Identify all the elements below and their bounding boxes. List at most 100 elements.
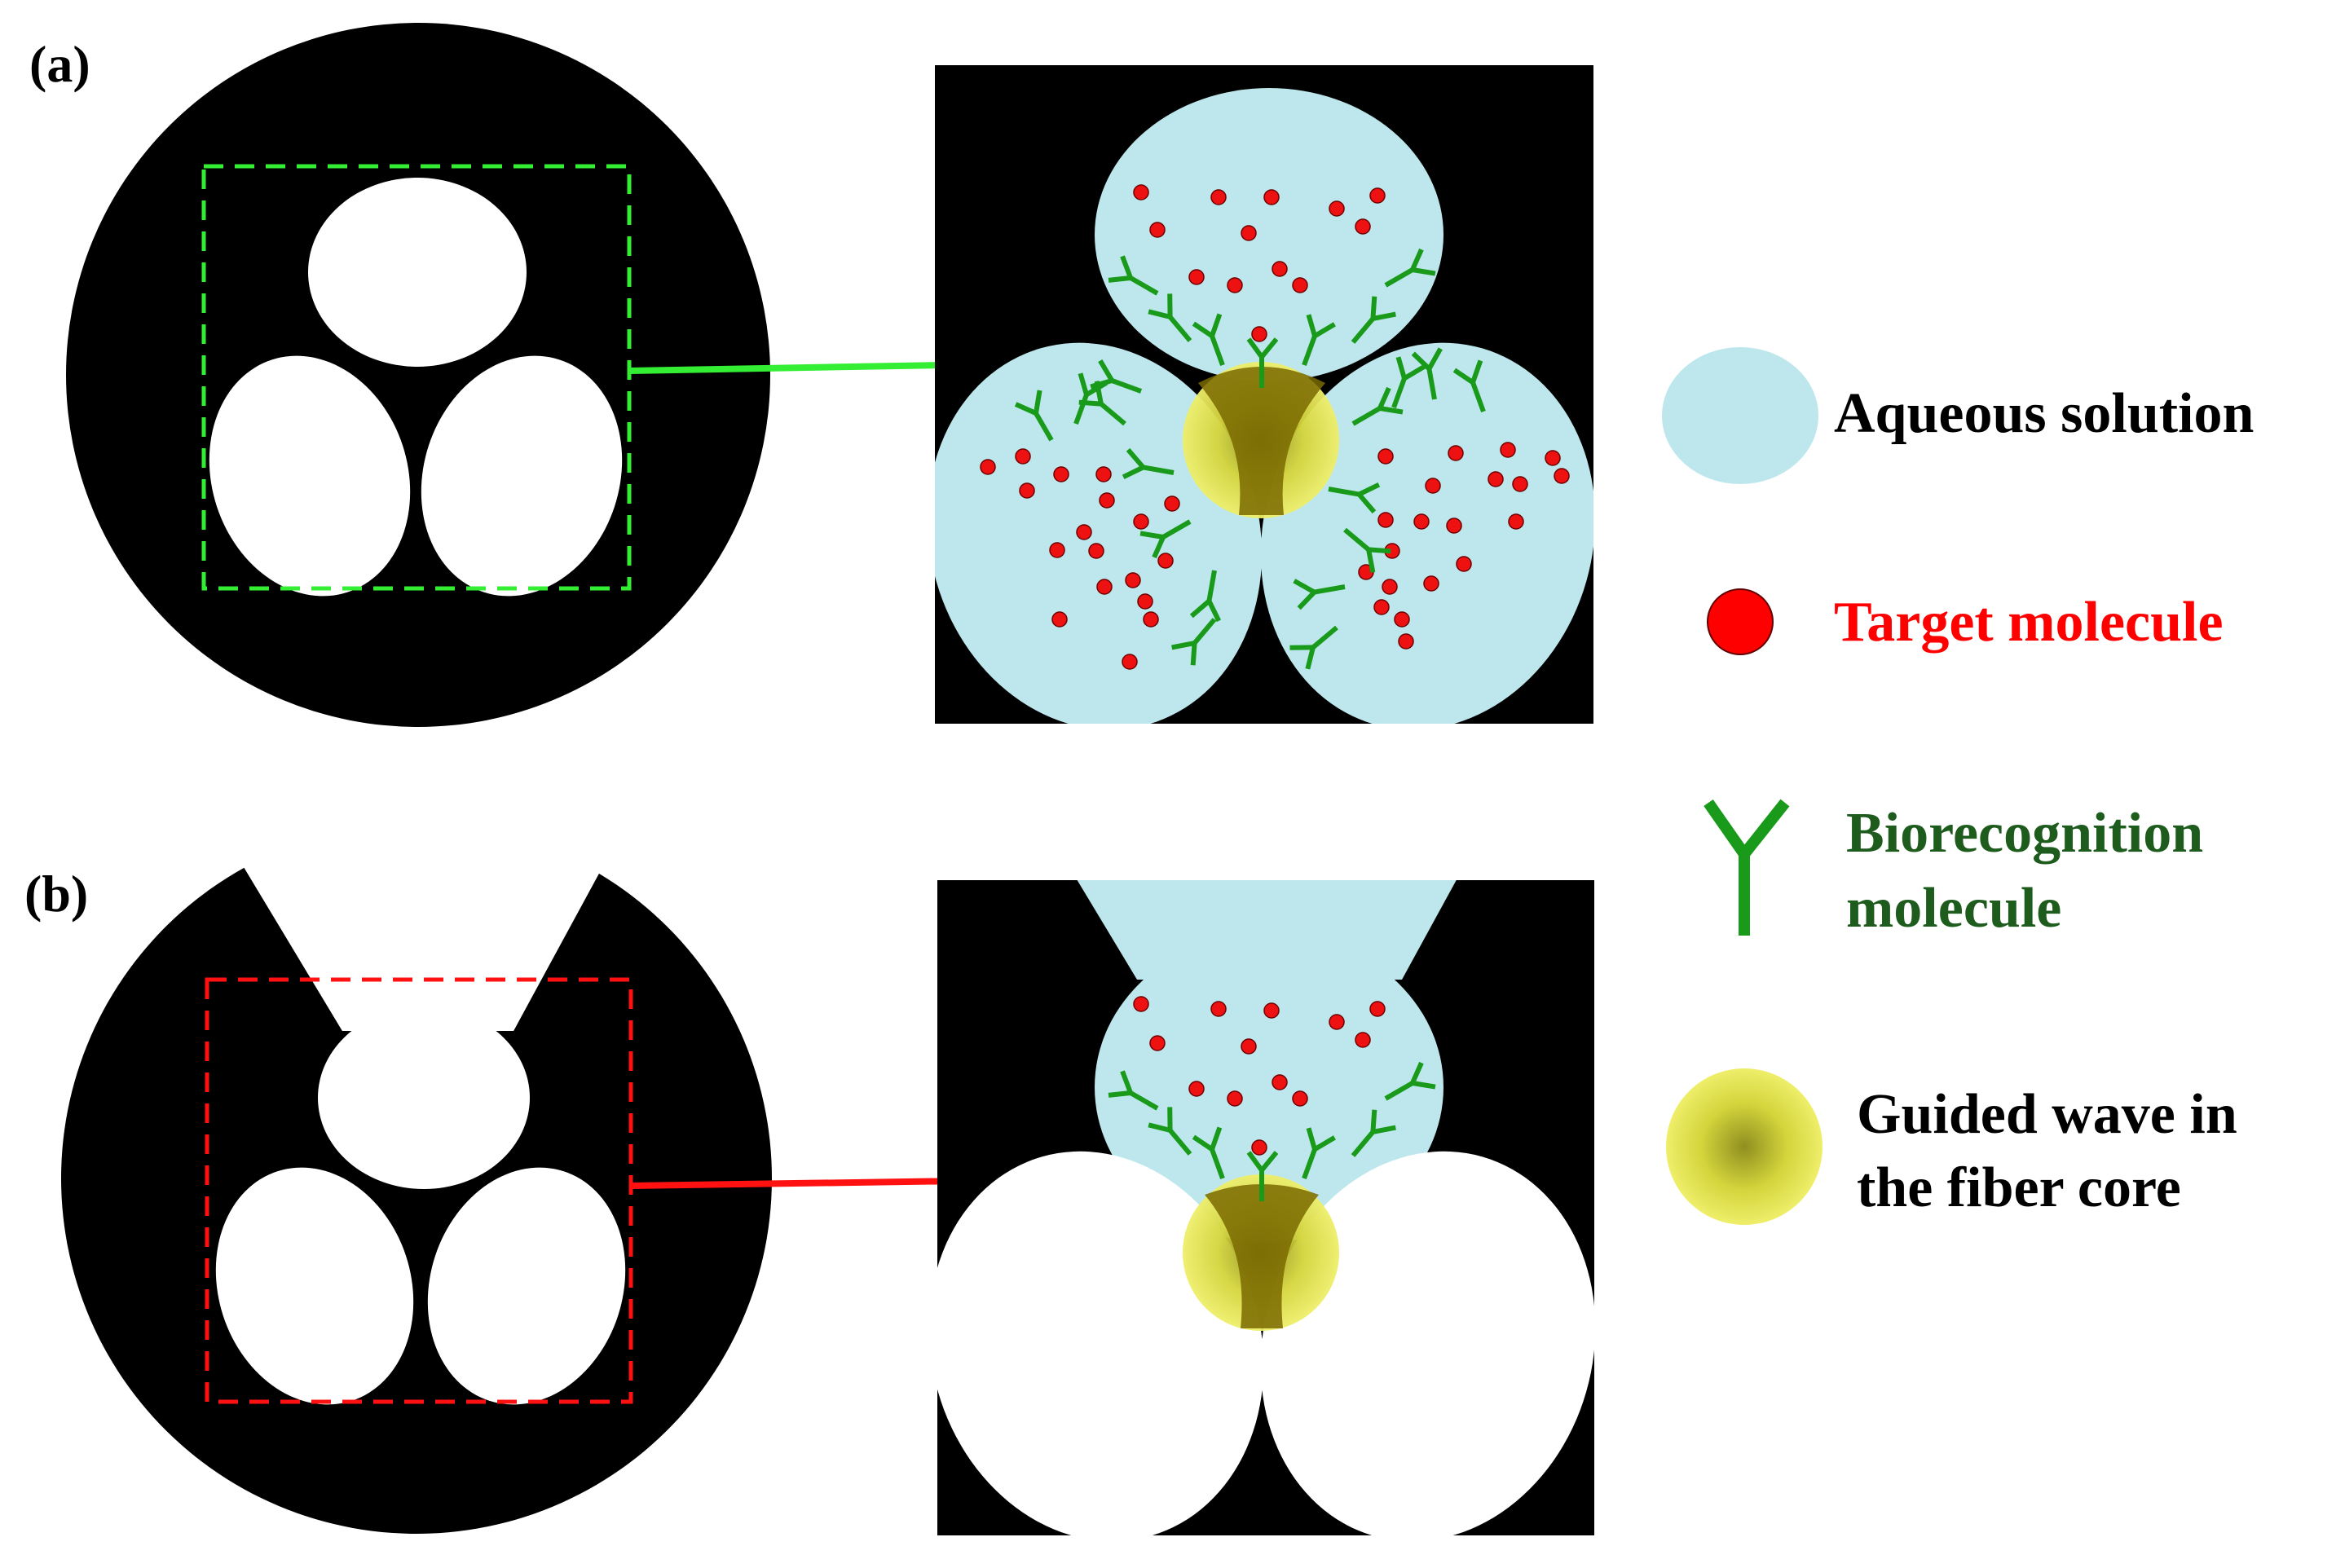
legend: Aqueous solution Target molecule Bioreco… <box>1662 347 2254 1225</box>
target-molecule <box>1133 996 1149 1012</box>
target-molecule <box>1329 1014 1345 1030</box>
zoomed-view-a <box>935 65 1593 724</box>
target-molecule <box>1241 225 1257 241</box>
legend-biorecognition-line1: Biorecognition <box>1846 802 2203 865</box>
target-molecule <box>1272 1074 1288 1090</box>
target-molecule <box>1369 187 1386 204</box>
target-molecule <box>1500 442 1516 458</box>
fiber-core-b <box>1205 1184 1319 1328</box>
air-hole-top-b <box>318 1006 530 1189</box>
target-molecule <box>1423 575 1439 592</box>
target-molecule <box>1143 611 1159 628</box>
target-molecule <box>1355 1032 1371 1048</box>
target-molecules-a <box>980 184 1570 670</box>
biorecognition-molecule <box>1148 293 1192 342</box>
target-molecule <box>1329 200 1345 217</box>
zoom-box-b <box>205 977 633 1404</box>
legend-target-text: Target molecule <box>1834 591 2224 654</box>
target-molecule <box>1015 448 1031 465</box>
biorecognition-molecule <box>1351 1109 1396 1157</box>
biorecognition-molecule <box>1384 248 1436 288</box>
target-molecule <box>1157 553 1174 569</box>
biorecognition-molecule <box>1192 313 1225 367</box>
polished-channel-b <box>1077 880 1457 980</box>
fiber-cross-section-b <box>61 867 773 1534</box>
zoomed-view-b <box>937 880 1594 1535</box>
target-molecule <box>1227 277 1243 293</box>
air-hole-right-b <box>427 1167 626 1405</box>
target-molecule <box>1149 1035 1166 1051</box>
target-molecule <box>1456 556 1472 572</box>
target-molecule <box>1425 478 1441 494</box>
biorecognition-molecule <box>1246 337 1279 388</box>
biorecognition-molecule <box>1246 1151 1279 1201</box>
air-hole-left-a <box>209 355 411 597</box>
biorecognition-molecule <box>1192 1126 1225 1180</box>
target-molecule <box>1398 633 1414 650</box>
solution-hole-top-b <box>1095 932 1443 1242</box>
air-hole-left-zoom-b <box>937 1151 1264 1535</box>
target-molecule <box>1413 513 1430 530</box>
biorecognition-molecule <box>1139 519 1192 559</box>
target-molecule <box>1241 1038 1257 1055</box>
biorecognition-molecule <box>1014 390 1054 442</box>
target-molecule <box>1355 218 1371 235</box>
target-molecule <box>1508 513 1524 530</box>
target-molecule <box>1377 448 1394 465</box>
biorecognition-molecule <box>1148 1107 1192 1156</box>
target-molecule <box>1188 1081 1205 1097</box>
biorecognition-molecule <box>1289 625 1338 670</box>
fiber-cross-section-a <box>66 23 770 727</box>
target-molecule <box>1373 599 1390 615</box>
panel-label-b: (b) <box>24 865 88 923</box>
solution-hole-top-a <box>1095 88 1443 381</box>
biorecognition-molecule <box>1328 482 1381 514</box>
solution-hole-left-a <box>935 342 1263 724</box>
target-molecule <box>1446 518 1462 534</box>
target-molecule <box>1369 1001 1386 1017</box>
legend-biorecognition-line2: molecule <box>1846 877 2061 940</box>
target-molecule <box>1053 466 1069 482</box>
biorecognition-molecule <box>1343 527 1391 573</box>
biorecognition-molecule <box>1351 296 1396 344</box>
biorecognition-molecule <box>1108 1070 1159 1111</box>
target-molecule <box>1095 466 1112 482</box>
biorecognition-molecule <box>1108 255 1159 296</box>
target-molecule <box>1096 579 1113 595</box>
air-hole-right-a <box>421 355 623 597</box>
target-molecule <box>1448 445 1464 461</box>
polished-notch-b <box>244 867 599 1031</box>
zoom-box-a <box>201 164 632 591</box>
target-molecule <box>1377 512 1394 528</box>
target-molecule <box>1019 482 1035 499</box>
biorecognition-molecule <box>1073 372 1108 425</box>
target-molecule <box>1188 269 1205 285</box>
zoom-arrow-a <box>628 360 988 374</box>
legend-aqueous-text: Aqueous solution <box>1834 382 2254 445</box>
target-molecule <box>1554 468 1570 484</box>
target-molecule <box>1051 611 1068 628</box>
biorecognition-molecules-b <box>1108 1061 1436 1201</box>
biorecognition-molecule <box>1189 570 1222 623</box>
fiber-body-b <box>61 867 773 1534</box>
target-molecule <box>1125 572 1141 588</box>
target-molecule <box>1488 471 1504 487</box>
target-molecules-b <box>1133 996 1386 1156</box>
target-molecule <box>1263 189 1280 205</box>
target-molecule <box>1149 222 1166 238</box>
legend-guided-line1: Guided wave in <box>1857 1083 2237 1146</box>
zoom-arrow-b <box>630 1178 964 1189</box>
target-molecule <box>1210 189 1227 205</box>
target-molecule-dot <box>1707 588 1774 655</box>
target-molecule <box>1251 1139 1267 1156</box>
guided-wave-swatch <box>1666 1068 1823 1225</box>
target-molecule <box>1263 1002 1280 1019</box>
solution-hole-right-a <box>1260 342 1593 724</box>
biorecognition-molecule <box>1452 359 1486 413</box>
air-hole-top-a <box>308 178 527 367</box>
biorecognition-molecule <box>1411 347 1443 400</box>
biorecognition-molecule <box>1302 314 1336 367</box>
target-molecule <box>1122 654 1138 670</box>
biorecognition-molecule <box>1391 356 1426 409</box>
